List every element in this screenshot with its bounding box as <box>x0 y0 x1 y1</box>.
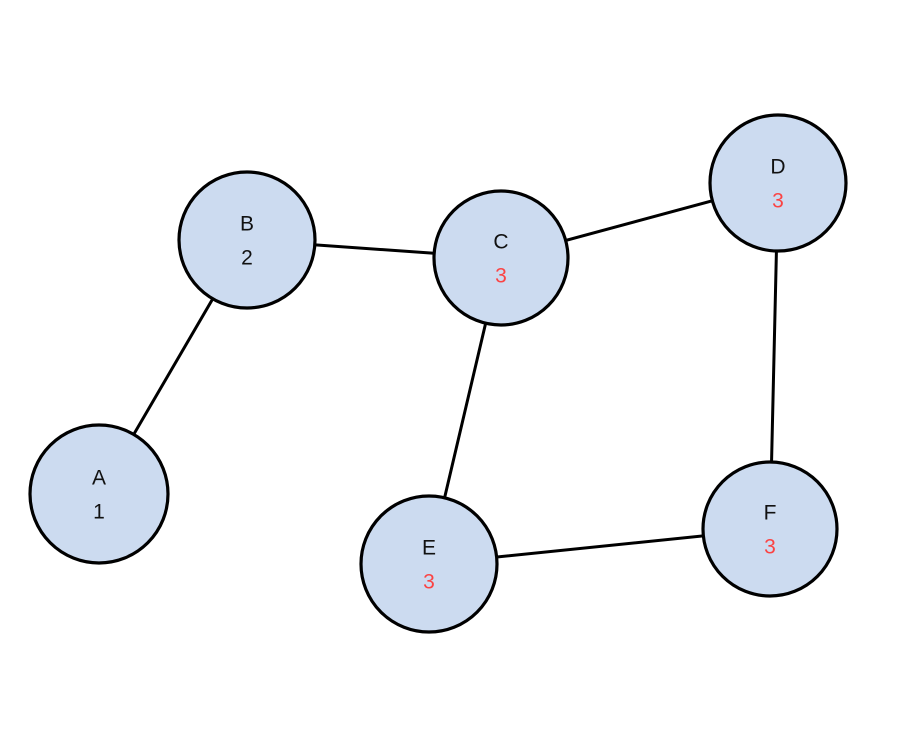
node-label-D: D <box>770 156 785 179</box>
graph-node-B: B2 <box>177 170 317 310</box>
graph-node-C: C3 <box>432 189 570 327</box>
graph-node-D: D3 <box>708 113 848 253</box>
node-value-C: 3 <box>495 265 507 288</box>
node-label-F: F <box>764 502 777 525</box>
graph-node-A: A1 <box>28 423 170 565</box>
node-value-D: 3 <box>772 190 784 213</box>
node-circle-F <box>701 460 839 598</box>
node-circle-D <box>708 113 848 253</box>
node-value-B: 2 <box>241 247 253 270</box>
node-circle-E <box>359 494 499 634</box>
node-circle-A <box>28 423 170 565</box>
node-value-E: 3 <box>423 571 435 594</box>
node-label-B: B <box>240 213 254 236</box>
node-label-E: E <box>422 537 436 560</box>
node-value-A: 1 <box>93 501 105 524</box>
node-label-C: C <box>493 231 508 254</box>
graph-node-E: E3 <box>359 494 499 634</box>
node-circle-C <box>432 189 570 327</box>
graph-node-F: F3 <box>701 460 839 598</box>
node-circle-B <box>177 170 317 310</box>
node-label-A: A <box>92 467 106 490</box>
node-value-F: 3 <box>764 536 776 559</box>
